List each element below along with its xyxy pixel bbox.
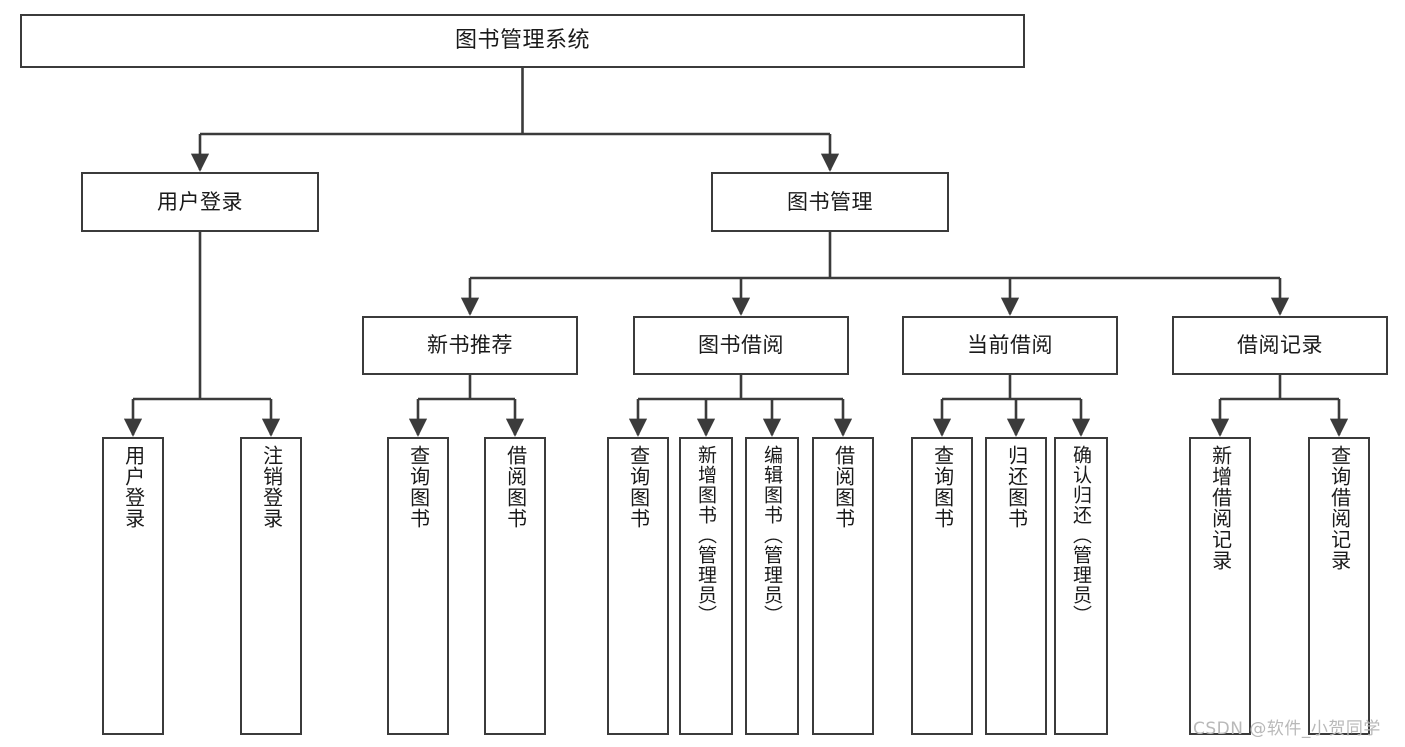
node-label: 新书推荐 [427,333,513,358]
node-label: 新增图书（管理员） [695,445,718,625]
node-current[interactable]: 当前借阅 [902,316,1118,375]
node-label: 图书借阅 [698,333,784,358]
node-root[interactable]: 图书管理系统 [20,14,1025,68]
node-label: 用户登录 [121,445,146,529]
node-bookmgmt[interactable]: 图书管理 [711,172,949,232]
node-addbook[interactable]: 新增图书（管理员） [679,437,733,735]
node-label: 查询图书 [930,445,955,529]
watermark-text: CSDN @软件_小贺同学 [1193,719,1381,739]
node-label: 确认归还（管理员） [1070,445,1093,625]
node-label: 图书管理系统 [454,28,590,54]
node-label: 当前借阅 [967,333,1053,358]
node-querybook1[interactable]: 查询图书 [387,437,449,735]
node-querybook2[interactable]: 查询图书 [607,437,669,735]
node-editbook[interactable]: 编辑图书（管理员） [745,437,799,735]
node-userlogin[interactable]: 用户登录 [102,437,164,735]
node-newbook[interactable]: 新书推荐 [362,316,578,375]
node-returnbook[interactable]: 归还图书 [985,437,1047,735]
node-confirm[interactable]: 确认归还（管理员） [1054,437,1108,735]
node-label: 新增借阅记录 [1208,445,1233,571]
node-label: 编辑图书（管理员） [761,445,784,625]
node-label: 查询图书 [406,445,431,529]
node-label: 借阅图书 [503,445,528,529]
node-label: 借阅记录 [1237,333,1323,358]
node-label: 归还图书 [1004,445,1029,529]
node-logout[interactable]: 注销登录 [240,437,302,735]
node-queryrecord[interactable]: 查询借阅记录 [1308,437,1370,735]
node-label: 借阅图书 [831,445,856,529]
node-login[interactable]: 用户登录 [81,172,319,232]
node-borrowbook2[interactable]: 借阅图书 [812,437,874,735]
node-label: 注销登录 [259,445,284,529]
node-borrow[interactable]: 图书借阅 [633,316,849,375]
node-addrecord[interactable]: 新增借阅记录 [1189,437,1251,735]
node-label: 查询图书 [626,445,651,529]
node-querybook3[interactable]: 查询图书 [911,437,973,735]
node-label: 用户登录 [157,189,243,214]
node-record[interactable]: 借阅记录 [1172,316,1388,375]
node-label: 查询借阅记录 [1327,445,1352,571]
node-borrowbook1[interactable]: 借阅图书 [484,437,546,735]
node-label: 图书管理 [787,189,873,214]
